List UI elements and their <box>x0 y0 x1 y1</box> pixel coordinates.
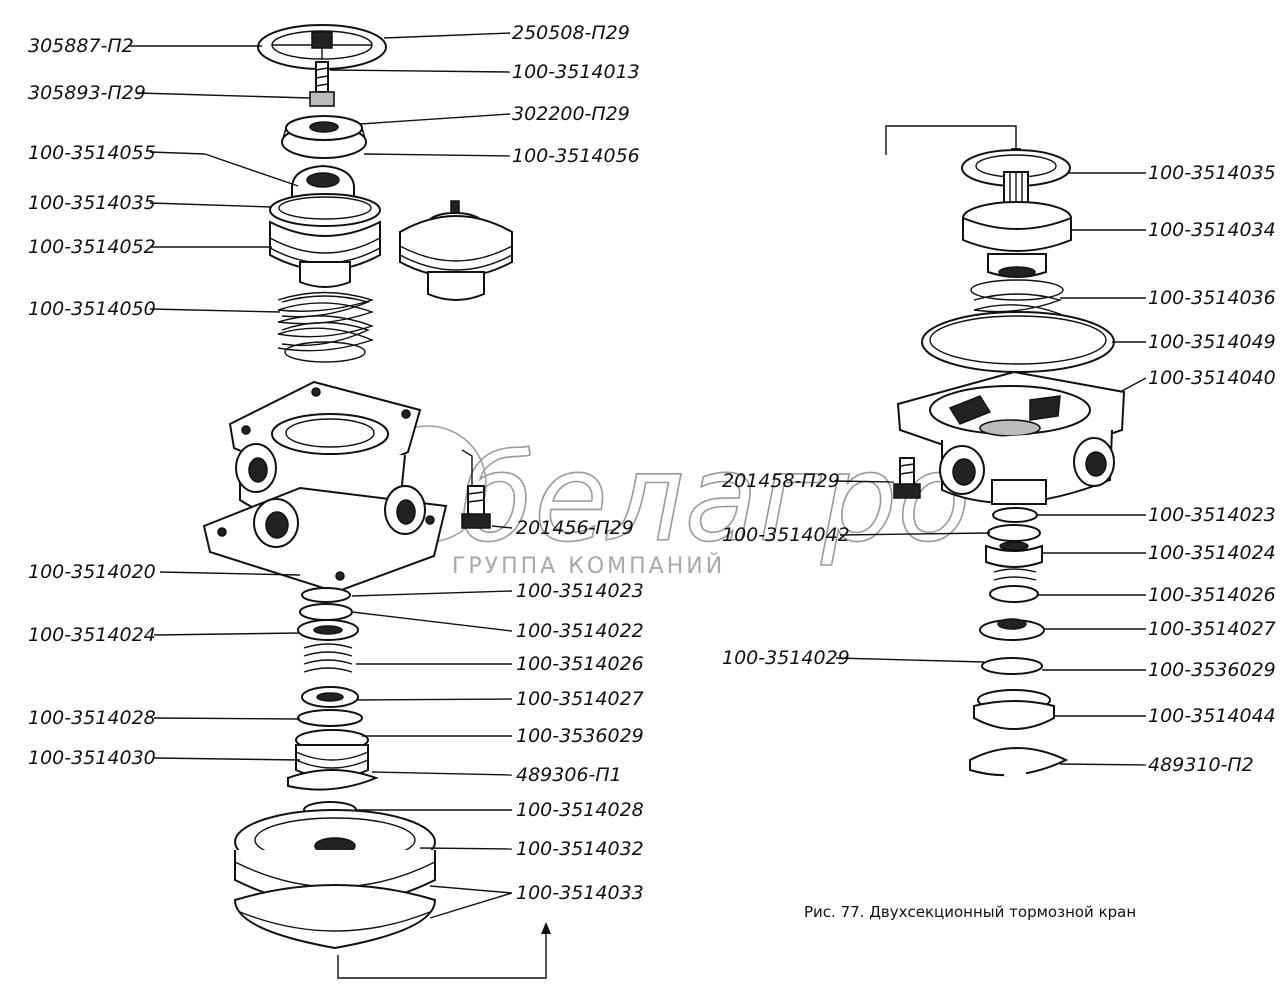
right-assembly-drawing <box>885 125 1126 777</box>
part-label: 489310-П2 <box>1148 754 1254 776</box>
upper-piston-part <box>962 201 1072 278</box>
part-label: 100-3514026 <box>1148 584 1276 606</box>
part-label: 100-3536029 <box>1148 659 1276 681</box>
part-label: 100-3514022 <box>516 620 644 642</box>
figure-caption: Рис. 77. Двухсекционный тормозной кран <box>804 903 1136 921</box>
watermark-subtitle: ГРУППА КОМПАНИЙ <box>452 553 725 579</box>
part-label: 100-3514036 <box>1148 287 1276 309</box>
diaphragm-ring-part <box>921 311 1115 373</box>
part-label: 100-3536029 <box>516 725 644 747</box>
part-label: 100-3514027 <box>516 688 644 710</box>
right-body-part <box>896 370 1126 505</box>
cup-part <box>281 115 367 159</box>
part-label: 100-3514055 <box>28 142 156 164</box>
spring-part <box>277 291 375 363</box>
part-label: 100-3514033 <box>516 882 644 904</box>
part-label: 100-3514023 <box>1148 504 1276 526</box>
bolt-part <box>461 485 491 529</box>
part-label: 302200-П29 <box>512 103 630 125</box>
part-label: 100-3514035 <box>28 192 156 214</box>
right-labels: 201458-П29 100-3514042 100-3514029 100-3… <box>722 162 1276 776</box>
piston-rings-part <box>269 193 381 288</box>
part-label: 100-3514026 <box>516 653 644 675</box>
top-plate-part <box>961 149 1071 219</box>
part-label: 201458-П29 <box>722 470 840 492</box>
part-label: 100-3514044 <box>1148 705 1276 727</box>
part-label: 100-3514034 <box>1148 219 1276 241</box>
inner-valve-part <box>399 200 513 301</box>
screw-part <box>309 61 335 107</box>
part-label: 100-3514024 <box>1148 542 1276 564</box>
part-label: 100-3514035 <box>1148 162 1276 184</box>
part-label: 100-3514013 <box>512 61 640 83</box>
part-label: 489306-П1 <box>516 764 622 786</box>
handwheel-part <box>257 24 387 70</box>
part-label: 100-3514023 <box>516 580 644 602</box>
part-label: 100-3514042 <box>722 524 850 546</box>
part-label: 305893-П29 <box>28 82 146 104</box>
part-label: 100-3514028 <box>516 799 644 821</box>
lower-washer-stack <box>287 587 379 819</box>
part-label: 100-3514028 <box>28 707 156 729</box>
part-label: 100-3514049 <box>1148 331 1276 353</box>
part-label: 100-3514040 <box>1148 367 1276 389</box>
part-label: 100-3514029 <box>722 647 850 669</box>
part-label: 100-3514056 <box>512 145 640 167</box>
left-assembly-drawing <box>202 24 551 979</box>
watermark-brand: белагро <box>460 430 971 569</box>
part-label: 100-3514030 <box>28 747 156 769</box>
part-label: 250508-П29 <box>512 22 630 44</box>
bottom-piston-part <box>233 809 437 950</box>
right-bolt-part <box>893 457 921 499</box>
part-label: 201456-П29 <box>516 517 634 539</box>
valve-body-part <box>202 380 473 594</box>
part-label: 100-3514032 <box>516 838 644 860</box>
part-label: 100-3514024 <box>28 624 156 646</box>
part-label: 100-3514050 <box>28 298 156 320</box>
watermark: белагро ГРУППА КОМПАНИЙ <box>369 425 972 579</box>
part-label: 100-3514027 <box>1148 618 1276 640</box>
right-washer-stack <box>969 507 1069 777</box>
part-label: 100-3514052 <box>28 236 156 258</box>
left-labels: 305887-П2 305893-П29 100-3514055 100-351… <box>28 22 644 919</box>
part-label: 100-3514020 <box>28 561 156 583</box>
part-label: 305887-П2 <box>28 35 134 57</box>
